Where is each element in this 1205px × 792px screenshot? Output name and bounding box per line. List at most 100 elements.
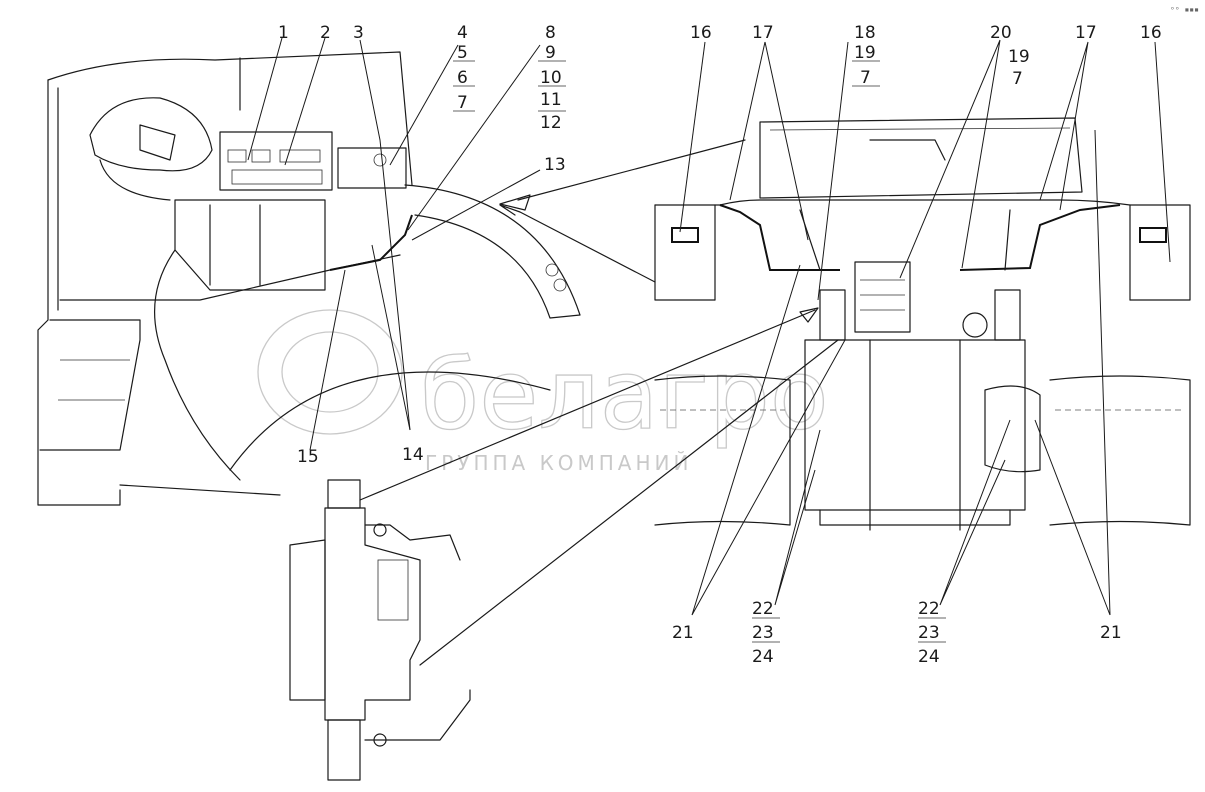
right-line-2 xyxy=(1004,209,1011,271)
wheel-inner-arc xyxy=(229,371,551,471)
valve-spool xyxy=(377,559,409,621)
cab-base xyxy=(119,484,281,496)
valve-top-port xyxy=(327,479,361,509)
cab-floor xyxy=(59,254,401,301)
body-ribs xyxy=(869,339,961,531)
callout-14: 14 xyxy=(402,445,424,465)
leader-13 xyxy=(411,169,541,241)
valve-upper-fitting xyxy=(373,523,387,537)
leader-2 xyxy=(284,37,326,166)
leader-1 xyxy=(247,37,283,161)
callout-15: 15 xyxy=(297,447,319,467)
callout-16-left: 16 xyxy=(690,23,712,43)
underline-group-22r xyxy=(918,617,946,643)
wheel-arc xyxy=(154,249,241,481)
callout-3: 3 xyxy=(353,23,364,43)
callout-24-right: 24 xyxy=(918,647,940,667)
valve-body xyxy=(324,507,421,721)
steering-column xyxy=(99,159,171,201)
callout-24-left: 24 xyxy=(752,647,774,667)
leader-21r xyxy=(1034,129,1111,616)
left-hydraulic-line xyxy=(719,204,840,271)
callout-20: 20 xyxy=(990,23,1012,43)
left-fender-outer xyxy=(654,204,716,301)
callout-13: 13 xyxy=(544,155,566,175)
right-cylinder xyxy=(994,289,1021,341)
callout-12: 12 xyxy=(540,113,562,133)
underline-group-18 xyxy=(852,60,880,87)
instrument-gauge-2 xyxy=(251,149,271,163)
valve-lower-hose xyxy=(364,689,471,741)
leader-21l xyxy=(691,264,846,616)
callout-18: 18 xyxy=(854,23,876,43)
distributor-sections xyxy=(860,279,905,311)
fender xyxy=(404,184,581,319)
callout-22-left: 22 xyxy=(752,599,774,619)
right-tyre xyxy=(1049,375,1191,526)
instrument-switches xyxy=(231,169,323,185)
underline-group-8 xyxy=(538,60,566,112)
pivot-fitting xyxy=(962,312,988,338)
right-side-tank xyxy=(984,385,1041,473)
seat-box xyxy=(174,199,326,291)
callout-23-left: 23 xyxy=(752,623,774,643)
callout-21-left: 21 xyxy=(672,623,694,643)
callout-10: 10 xyxy=(540,68,562,88)
leader-18 xyxy=(817,41,849,301)
leader-lines xyxy=(247,37,1171,643)
callout-19b: 19 xyxy=(1008,47,1030,67)
leader-20 xyxy=(899,39,1001,279)
arrowhead-lower xyxy=(799,307,819,323)
leader-3 xyxy=(359,39,411,431)
direction-arrows xyxy=(359,139,839,666)
instrument-gauge-3 xyxy=(279,149,321,163)
corner-mark: ᵒᵒ ▪▪▪ xyxy=(1170,5,1199,14)
callout-21-right: 21 xyxy=(1100,623,1122,643)
leader-16l xyxy=(679,41,706,233)
cab-steps xyxy=(39,319,141,451)
leader-4 xyxy=(389,44,459,166)
valve-bottom-port xyxy=(327,719,361,781)
callout-7b: 7 xyxy=(860,68,871,88)
callout-16-right: 16 xyxy=(1140,23,1162,43)
callout-19a: 19 xyxy=(854,43,876,63)
transmission-body xyxy=(804,339,1026,511)
watermark: белагро ГРУППА КОМПАНИЙ xyxy=(257,309,829,475)
step-rungs xyxy=(58,359,130,401)
callout-1: 1 xyxy=(278,23,289,43)
right-hydraulic-line xyxy=(959,204,1121,271)
hose-bundle xyxy=(329,214,413,271)
leader-14 xyxy=(371,244,411,431)
left-lamp xyxy=(671,227,699,243)
rear-axle-housing xyxy=(654,199,1191,301)
right-rear-view xyxy=(654,117,1191,531)
cab-rear-wall xyxy=(37,79,121,506)
callout-22-right: 22 xyxy=(918,599,940,619)
cab-roof xyxy=(47,51,413,186)
fender-light-1 xyxy=(545,263,559,277)
leader-22r xyxy=(939,419,1011,606)
rear-wiper xyxy=(869,139,946,161)
callout-17-left: 17 xyxy=(752,23,774,43)
left-cylinder xyxy=(819,289,846,341)
callout-23-right: 23 xyxy=(918,623,940,643)
underline-group-22l xyxy=(752,617,780,643)
callout-4: 4 xyxy=(457,23,468,43)
leader-8 xyxy=(407,44,541,231)
right-lamp xyxy=(1139,227,1167,243)
leader-17b xyxy=(1039,41,1089,211)
steering-hub xyxy=(139,124,176,161)
distributor-block xyxy=(854,261,911,333)
view-arrow-lower xyxy=(359,309,839,666)
view-arrow-upper xyxy=(499,139,746,283)
watermark-brand: белагро xyxy=(420,339,829,451)
watermark-logo-inner xyxy=(281,331,379,413)
instrument-gauge-1 xyxy=(227,149,247,163)
watermark-tagline: ГРУППА КОМПАНИЙ xyxy=(425,451,692,475)
callout-8: 8 xyxy=(545,23,556,43)
left-cab-view xyxy=(37,51,581,506)
body-base xyxy=(819,509,1011,526)
valve-detail-view xyxy=(289,479,471,781)
leader-17a xyxy=(729,41,809,241)
